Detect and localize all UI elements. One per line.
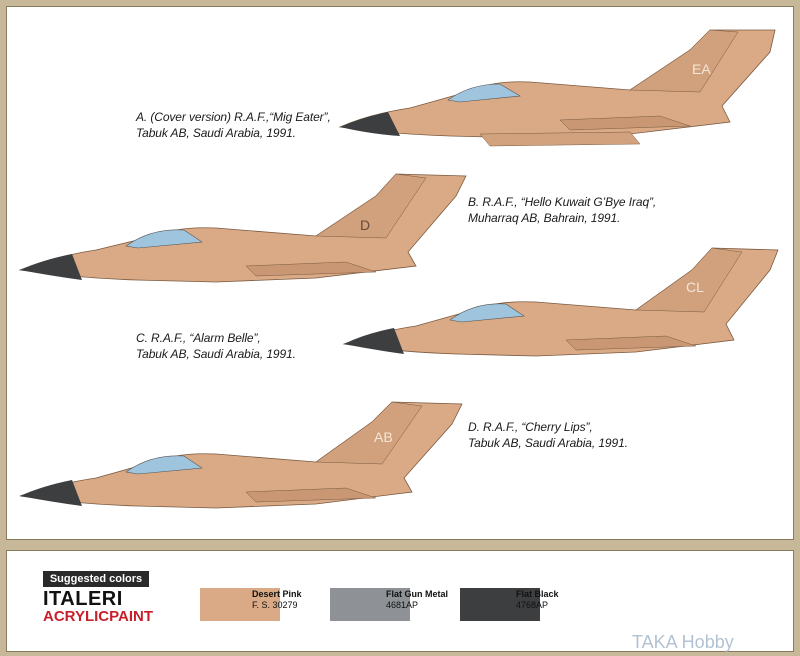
caption-a: A. (Cover version) R.A.F.,“Mig Eater”,Ta…	[136, 110, 331, 140]
aircraft-profile-c: CL	[342, 247, 779, 357]
aircraft-profile-b: D	[18, 173, 467, 283]
aircraft-profile-a: EA	[338, 29, 776, 147]
caption-b: B. R.A.F., “Hello Kuwait G’Bye Iraq”,Muh…	[468, 195, 657, 225]
caption-d: D. R.A.F., “Cherry Lips”,Tabuk AB, Saudi…	[468, 420, 628, 450]
swatch-flat-gun-metal	[330, 588, 410, 621]
watermark: TAKA Hobby	[632, 632, 734, 652]
swatch-desert-pink	[200, 588, 280, 621]
swatch-flat-black	[460, 588, 540, 621]
tail-code-d: AB	[374, 429, 393, 445]
suggested-colors-header: Suggested colors	[43, 571, 149, 587]
aircraft-profile-d: AB	[19, 401, 463, 509]
brand-logo-italeri: ITALERI	[43, 588, 123, 610]
caption-c: C. R.A.F., “Alarm Belle”,Tabuk AB, Saudi…	[136, 331, 296, 361]
brand-logo-acrylic-paint: ACRYLICPAINT	[43, 608, 153, 625]
tail-code-a: EA	[692, 61, 711, 77]
tail-code-b: D	[360, 217, 370, 233]
tail-code-c: CL	[686, 279, 704, 295]
